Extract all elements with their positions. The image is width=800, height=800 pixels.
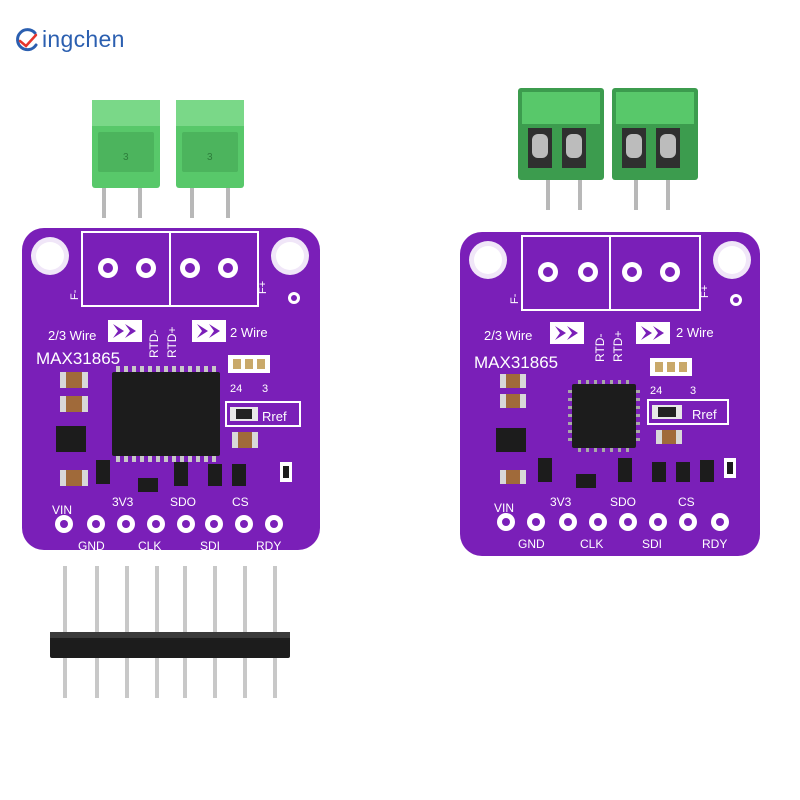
label-rtd-minus-2: RTD-: [593, 334, 607, 362]
smd-components-2: [496, 374, 736, 488]
pin-label-cs: CS: [232, 495, 249, 509]
label-rtd-minus: RTD-: [147, 330, 161, 358]
pin-label-sdi-2: SDI: [642, 537, 662, 551]
screw-terminal-right: [612, 88, 698, 210]
label-f-minus-2: F-: [509, 293, 521, 304]
label-wire-right-2: 2 Wire: [676, 325, 714, 340]
screw-terminal-left: [518, 88, 604, 210]
pin-label-sdo-2: SDO: [610, 495, 636, 509]
pin-label-cs-2: CS: [678, 495, 695, 509]
pluggable-terminal-right: 3: [176, 100, 244, 218]
label-part-number-2: MAX31865: [474, 353, 558, 372]
label-rtd-plus: RTD+: [165, 327, 179, 358]
pin-label-clk: CLK: [138, 539, 161, 553]
label-rref: Rref: [262, 409, 287, 424]
ic-chip: [112, 366, 220, 462]
pluggable-terminal-left: 3: [92, 100, 160, 218]
pin-label-sdi: SDI: [200, 539, 220, 553]
label-f-plus: F+: [257, 281, 269, 294]
brand-logo-text: ingchen: [42, 26, 125, 52]
pin-label-vin: VIN: [52, 503, 72, 517]
terminal-mark-right: 3: [207, 152, 213, 163]
pin-label-rdy: RDY: [256, 539, 281, 553]
label-wire-right: 2 Wire: [230, 325, 268, 340]
label-jumper-24: 24: [230, 383, 242, 395]
pin-label-gnd-2: GND: [518, 537, 545, 551]
pin-header: [50, 566, 290, 698]
pin-label-gnd: GND: [78, 539, 105, 553]
pin-label-3v3-2: 3V3: [550, 495, 572, 509]
label-wire-left-2: 2/3 Wire: [484, 328, 532, 343]
logo-swoosh-icon: [16, 27, 38, 51]
label-f-plus-2: F+: [699, 285, 711, 298]
terminal-mark-left: 3: [123, 152, 129, 163]
label-f-minus: F-: [69, 289, 81, 300]
pcb-board-left: F- F+ 2/3 Wire 2 Wire RTD- RTD+ MAX31865…: [22, 228, 320, 553]
ic-chip-qfn: [568, 380, 640, 452]
brand-logo: ingchen: [14, 26, 125, 53]
pcb-board-right: F- F+ 2/3 Wire 2 Wire RTD- RTD+ MAX31865…: [460, 232, 760, 556]
pin-label-rdy-2: RDY: [702, 537, 727, 551]
label-jumper-3: 3: [262, 383, 268, 395]
smd-components: [56, 372, 292, 492]
label-rtd-plus-2: RTD+: [611, 331, 625, 362]
pin-label-clk-2: CLK: [580, 537, 603, 551]
pin-label-vin-2: VIN: [494, 501, 514, 515]
label-part-number: MAX31865: [36, 349, 120, 368]
label-wire-left: 2/3 Wire: [48, 328, 96, 343]
pin-label-sdo: SDO: [170, 495, 196, 509]
label-jumper-24-2: 24: [650, 385, 662, 397]
label-rref-2: Rref: [692, 407, 717, 422]
pin-label-3v3: 3V3: [112, 495, 134, 509]
label-jumper-3-2: 3: [690, 385, 696, 397]
